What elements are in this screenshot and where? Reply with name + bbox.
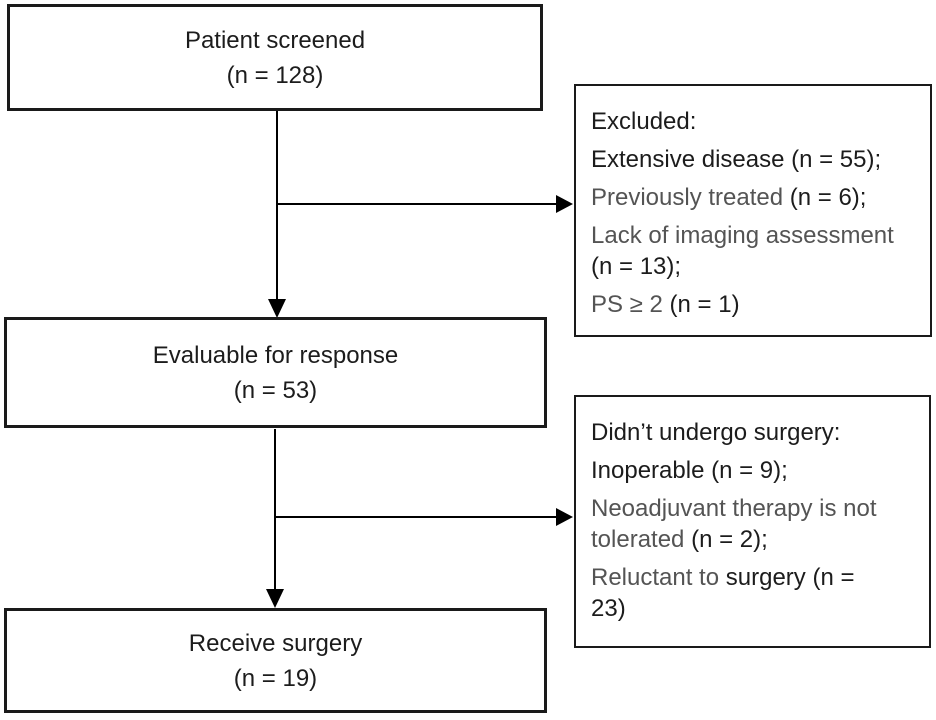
text-segment: tolerated: [591, 526, 692, 553]
exclusion-line: Excluded:: [591, 106, 918, 137]
text-segment: PS ≥ 2: [591, 291, 670, 318]
flow-node-evaluable-for-response: Evaluable for response (n = 53): [4, 317, 547, 428]
arrowhead-evaluable-to-surgery: [266, 589, 284, 608]
node-label: Evaluable for response: [152, 341, 399, 369]
node-count: (n = 128): [226, 61, 324, 89]
text-segment: (n = 2);: [691, 526, 768, 553]
node-count: (n = 53): [233, 376, 318, 404]
node-count: (n = 19): [233, 664, 318, 692]
node-label: Patient screened: [184, 26, 366, 54]
text-segment: Didn’t undergo surgery:: [591, 419, 841, 446]
exclusion-line: PS ≥ 2 (n = 1): [591, 289, 918, 320]
text-segment: (n = 13);: [591, 253, 682, 280]
arrowhead-evaluable-to-nosurgery: [556, 508, 573, 526]
exclusion-line: Reluctant to surgery (n =: [591, 562, 917, 593]
text-segment: (n = 6);: [789, 184, 867, 211]
text-segment: Previously treated: [591, 184, 790, 211]
text-segment: Lack of imaging assessment: [591, 222, 894, 249]
flow-node-didnt-undergo-surgery: Didn’t undergo surgery: Inoperable (n = 9…: [574, 395, 931, 648]
exclusion-line: (n = 13);: [591, 251, 918, 282]
exclusion-line: Previously treated (n = 6);: [591, 182, 918, 213]
exclusion-line: tolerated (n = 2);: [591, 524, 917, 555]
text-segment: surgery (n =: [725, 564, 855, 591]
text-segment: Excluded:: [591, 108, 697, 135]
text-segment: Neoadjuvant therapy is not: [591, 495, 877, 522]
flow-node-receive-surgery: Receive surgery (n = 19): [4, 608, 547, 713]
arrowhead-screened-to-evaluable: [268, 299, 286, 318]
text-segment: (n = 1): [669, 291, 740, 318]
text-segment: 23): [591, 595, 626, 622]
flow-node-excluded: Excluded: Extensive disease (n = 55); Prev…: [574, 84, 932, 337]
exclusion-line: Neoadjuvant therapy is not: [591, 493, 917, 524]
text-segment: Inoperable (n = 9);: [591, 457, 788, 484]
exclusion-line: Lack of imaging assessment: [591, 220, 918, 251]
text-segment: Extensive disease (n = 55);: [591, 146, 882, 173]
exclusion-line: Extensive disease (n = 55);: [591, 144, 918, 175]
exclusion-line: 23): [591, 593, 917, 624]
exclusion-line: Didn’t undergo surgery:: [591, 417, 917, 448]
node-label: Receive surgery: [188, 629, 363, 657]
flow-node-patient-screened: Patient screened (n = 128): [7, 4, 543, 111]
text-segment: Reluctant to: [591, 564, 726, 591]
exclusion-line: Inoperable (n = 9);: [591, 455, 917, 486]
arrowhead-screened-to-excluded: [556, 195, 573, 213]
